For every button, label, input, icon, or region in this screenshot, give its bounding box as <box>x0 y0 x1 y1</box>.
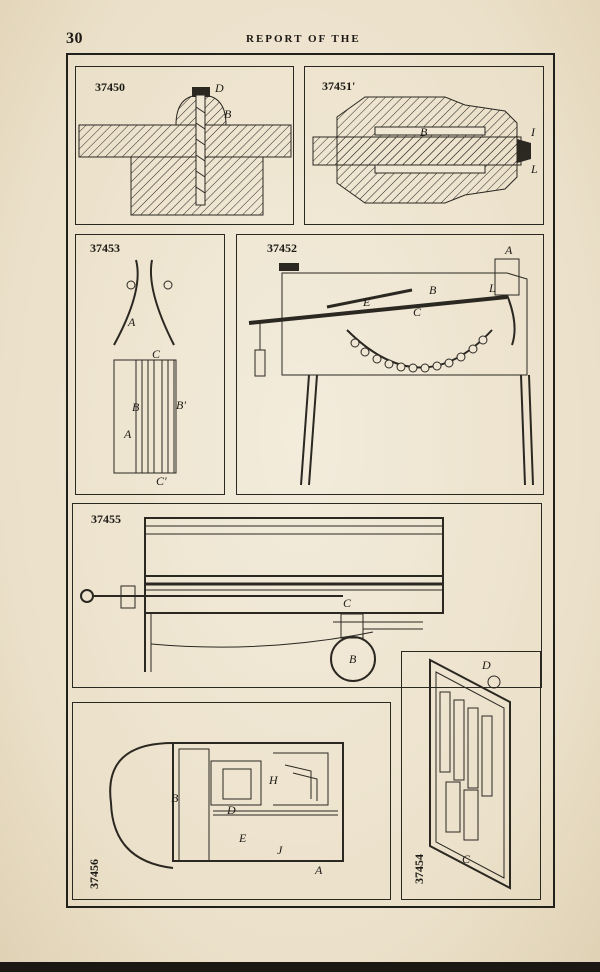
figure-37451-drawing <box>312 96 531 204</box>
figure-number: 37450 <box>95 80 125 94</box>
figure-label: C <box>343 596 352 610</box>
figure-label: C' <box>156 474 167 488</box>
figure-label: B <box>224 107 232 121</box>
figure-label: B' <box>176 398 186 412</box>
figure-37455: 37455 C B <box>72 503 542 688</box>
figure-37454-drawing <box>429 658 511 890</box>
figure-label: D <box>482 658 491 672</box>
figure-label: D <box>227 803 236 817</box>
figure-label: D <box>215 81 224 95</box>
figure-label: B <box>420 125 428 139</box>
figure-label: A <box>124 427 132 441</box>
figure-label: A <box>128 315 136 329</box>
figure-37450-drawing <box>78 87 292 216</box>
figure-label: A <box>315 863 323 877</box>
figure-label: B <box>171 791 179 805</box>
figure-37456-drawing <box>109 742 344 869</box>
figure-37452: 37452 A B E L C <box>236 234 544 495</box>
figure-label: J <box>277 843 283 857</box>
figure-number: 37452 <box>267 241 297 255</box>
figure-label: I <box>531 125 535 139</box>
figure-label: C <box>152 347 161 361</box>
figure-label: L <box>531 162 538 176</box>
figure-number: 37453 <box>90 241 120 255</box>
running-head: REPORT OF THE <box>246 33 361 45</box>
figure-37454: D C 37454 <box>401 651 541 900</box>
figure-label: L <box>489 281 496 295</box>
plate-frame <box>66 53 555 908</box>
figure-37452-drawing <box>248 258 534 486</box>
figure-number: 37451' <box>322 79 356 93</box>
figure-label: B <box>349 652 357 666</box>
figure-number: 37456 <box>87 859 101 889</box>
figure-37455-drawing <box>80 517 444 682</box>
figure-37451: 37451' B I L <box>304 66 544 225</box>
figure-number: 37455 <box>91 512 121 526</box>
figure-label: C <box>413 305 422 319</box>
figure-number: 37454 <box>412 854 426 884</box>
figure-label: B <box>132 400 140 414</box>
figure-37450: 37450 D B <box>75 66 294 225</box>
figure-label: H <box>269 773 278 787</box>
figure-label: E <box>239 831 247 845</box>
figure-label: C <box>462 852 471 866</box>
figure-37453-drawing <box>113 259 177 474</box>
page-number: 30 <box>66 30 83 47</box>
figure-37456: 37456 B D H E J A <box>72 702 391 900</box>
figure-label: A <box>505 243 513 257</box>
figure-label: E <box>363 295 371 309</box>
figure-37453: 37453 A C B B' A C' <box>75 234 225 495</box>
scan-edge <box>0 962 600 972</box>
figure-label: B <box>429 283 437 297</box>
